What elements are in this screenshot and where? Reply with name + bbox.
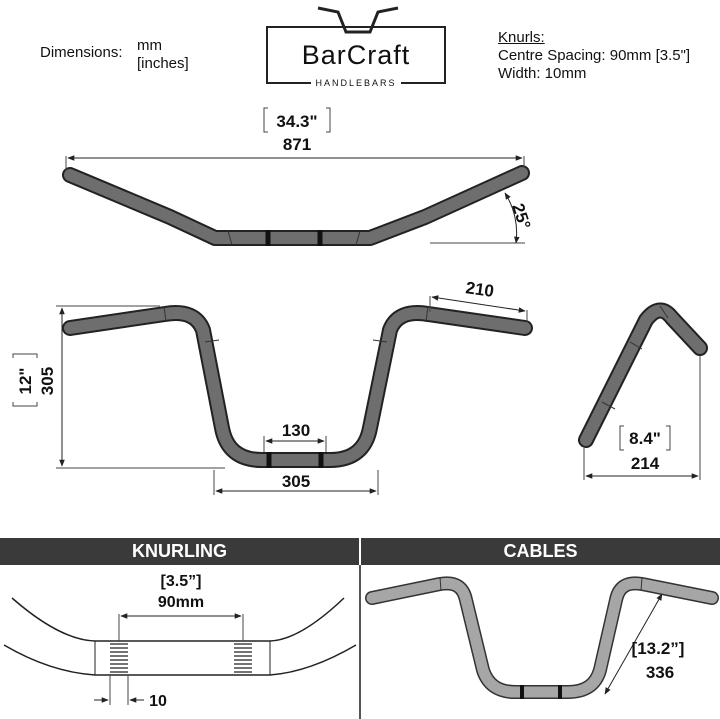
knurl-spacing-inches: [3.5”] [161, 573, 202, 590]
dimensions-units: mm [inches] [137, 37, 189, 73]
knurl-left [110, 643, 128, 673]
top-view-handlebar [62, 165, 530, 246]
front-height-inches: 12" [16, 368, 35, 395]
cables-length-inches: [13.2”] [632, 639, 685, 658]
top-view-width-dimension [65, 107, 525, 170]
knurl-width-mm: 10 [149, 693, 167, 710]
front-height-dimension [12, 305, 225, 469]
base-width-mm: 305 [282, 472, 310, 491]
units-primary: mm [137, 37, 162, 54]
logo-brand-name: BarCraft [301, 40, 411, 70]
grip-dimension [429, 295, 528, 322]
angle-dimension [430, 192, 525, 244]
section-cables-header: CABLES [361, 538, 720, 565]
angle-label: 25° [508, 201, 534, 232]
side-depth-inches: 8.4" [629, 429, 661, 448]
knurl-title: Knurls: [498, 29, 545, 46]
center-dimension [263, 436, 327, 452]
side-depth-mm: 214 [631, 454, 660, 473]
side-view-handlebar [578, 302, 708, 448]
section-divider [359, 565, 361, 719]
units-secondary: [inches] [137, 55, 189, 72]
section-knurling-header: KNURLING [0, 538, 359, 565]
top-width-mm: 871 [283, 135, 311, 154]
front-view-handlebar [62, 305, 533, 468]
knurl-spacing-mm: 90mm [158, 594, 204, 611]
knurl-info: Knurls: Centre Spacing: 90mm [3.5"] Widt… [498, 29, 690, 83]
knurl-width: Width: 10mm [498, 65, 587, 82]
knurl-spacing: Centre Spacing: 90mm [3.5"] [498, 47, 691, 64]
cables-detail-handlebar [365, 576, 719, 699]
knurling-detail-drawing [3, 597, 357, 705]
top-width-inches: 34.3" [276, 112, 317, 131]
base-dimension [213, 470, 379, 495]
side-depth-dimension [583, 356, 701, 480]
center-width-mm: 130 [282, 421, 310, 440]
logo-handlebar-icon [317, 6, 399, 34]
logo-sub-text: HANDLEBARS [311, 78, 401, 88]
front-height-mm: 305 [38, 367, 57, 395]
band-separator [359, 538, 361, 565]
dimensions-label: Dimensions: [40, 44, 123, 61]
cables-length-mm: 336 [646, 663, 674, 682]
grip-length-mm: 210 [464, 278, 495, 301]
logo-brand-sub: HANDLEBARS [266, 78, 446, 88]
knurl-right [234, 643, 252, 673]
